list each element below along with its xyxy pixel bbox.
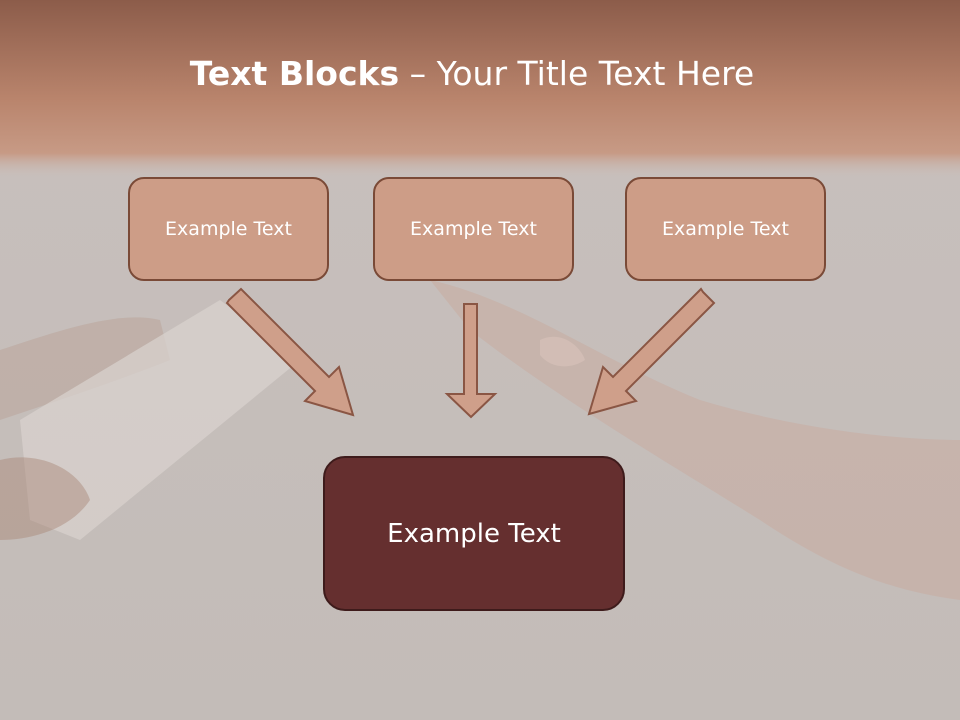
title-rest: – Your Title Text Here: [399, 54, 755, 93]
arrow-down-left-icon: [587, 287, 716, 416]
text-block-1[interactable]: Example Text: [128, 177, 329, 281]
arrow-down-right-icon: [225, 287, 355, 417]
text-block-2[interactable]: Example Text: [373, 177, 574, 281]
text-block-3-label: Example Text: [662, 218, 789, 240]
title-bold: Text Blocks: [189, 54, 400, 93]
text-block-2-label: Example Text: [410, 218, 537, 240]
main-text-block[interactable]: Example Text: [323, 456, 625, 611]
main-text-block-label: Example Text: [387, 518, 561, 549]
text-block-3[interactable]: Example Text: [625, 177, 826, 281]
slide-title: Text Blocks – Your Title Text Here: [0, 54, 944, 93]
text-block-1-label: Example Text: [165, 218, 292, 240]
arrow-down-icon: [444, 303, 498, 419]
